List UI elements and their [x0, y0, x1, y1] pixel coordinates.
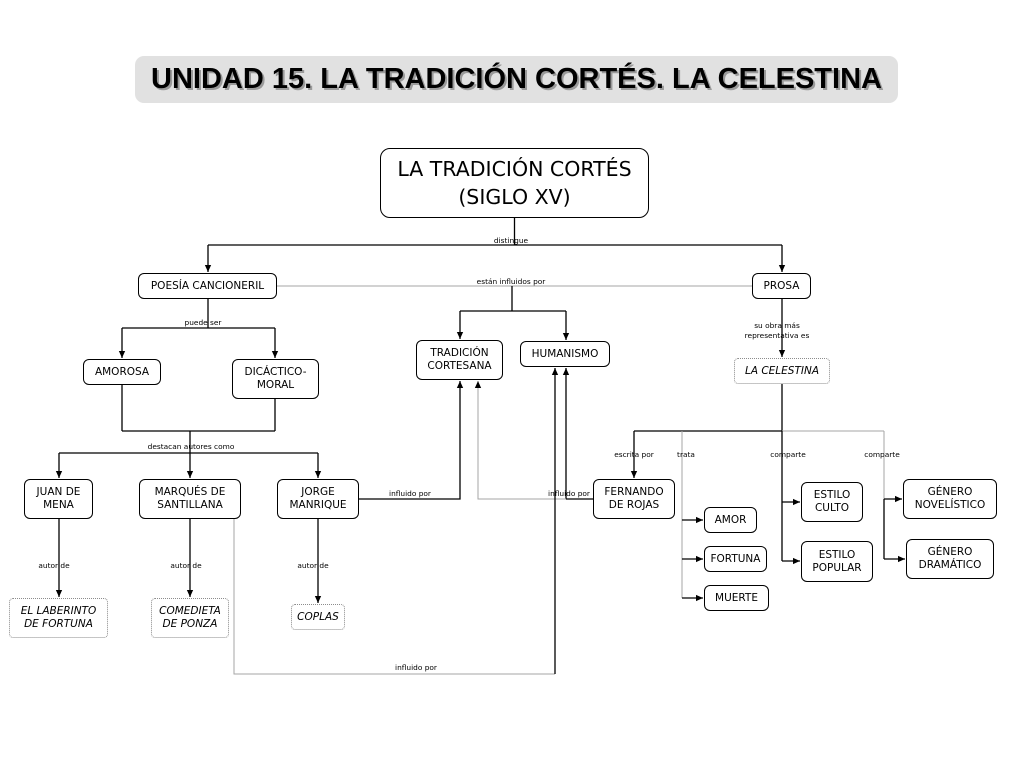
concept-prosa: PROSA [752, 273, 811, 299]
slide-title-banner: UNIDAD 15. LA TRADICIÓN CORTÉS. LA CELES… [135, 56, 898, 103]
concept-label-line: SANTILLANA [157, 499, 223, 511]
concept-tradicion-cortesana: TRADICIÓN CORTESANA [416, 340, 503, 380]
concept-label-line: TRADICIÓN [430, 347, 489, 359]
concept-muerte: MUERTE [704, 585, 769, 611]
concept-label-line: JUAN DE [36, 486, 81, 498]
concept-label-line: POPULAR [812, 561, 862, 574]
work-label-line: COMEDIETA [159, 605, 221, 617]
link-label-escrita-por: escrita por [614, 450, 654, 459]
concept-label-line: PROSA [763, 279, 800, 292]
concept-label-line: FORTUNA [710, 552, 761, 565]
concept-label-line: JORGE [301, 486, 335, 498]
link-label-comparte: comparte [864, 450, 900, 459]
concept-label-line: DICÁCTICO- [244, 366, 307, 378]
concept-jorge-manrique: JORGE MANRIQUE [277, 479, 359, 519]
concept-label-line: CULTO [814, 502, 850, 514]
concept-genero-novelistico: GÉNERO NOVELÍSTICO [903, 479, 997, 519]
slide-title: UNIDAD 15. LA TRADICIÓN CORTÉS. LA CELES… [151, 63, 882, 95]
concept-fernando-de-rojas: FERNANDO DE ROJAS [593, 479, 675, 519]
concept-didactico-moral: DICÁCTICO- MORAL [232, 359, 319, 399]
concept-marques-de-santillana: MARQUÉS DE SANTILLANA [139, 479, 241, 519]
concept-la-tradicion-cortes: LA TRADICIÓN CORTÉS (SIGLO XV) [380, 148, 649, 218]
concept-label-line: MARQUÉS DE [154, 486, 226, 498]
concept-humanismo: HUMANISMO [520, 341, 610, 367]
concept-label-line: GÉNERO [927, 546, 973, 558]
concept-estilo-culto: ESTILO CULTO [801, 482, 863, 522]
concept-label-line: AMOR [714, 513, 747, 526]
work-label-line: EL LABERINTO [20, 605, 97, 617]
work-label-line: LA CELESTINA [744, 364, 820, 377]
arrow-rojas-to-tradicion-cortesana [474, 381, 566, 500]
concept-label-line: AMOROSA [94, 365, 150, 378]
concept-label-line: LA TRADICIÓN CORTÉS [397, 157, 632, 181]
link-label-autor-de: autor de [38, 561, 70, 570]
work-coplas: COPLAS [291, 604, 345, 630]
link-label-influido-por: influido por [395, 663, 437, 672]
concept-label-line: CORTESANA [427, 360, 492, 372]
link-label-estan-influidos-por: están influidos por [476, 277, 546, 286]
concept-juan-de-mena: JUAN DE MENA [24, 479, 93, 519]
link-label-su-obra-mas-representativa-es: su obra más representativa es [745, 321, 810, 341]
concept-label-line: DE ROJAS [608, 499, 660, 511]
concept-label-line: NOVELÍSTICO [914, 499, 986, 511]
work-label-line: DE FORTUNA [24, 618, 93, 630]
concept-amorosa: AMOROSA [83, 359, 161, 385]
concept-label-line: MORAL [256, 379, 295, 391]
concept-label-line: (SIGLO XV) [458, 185, 571, 209]
concept-label-line: POESÍA CANCIONERIL [150, 279, 265, 292]
concept-label-line: FERNANDO [604, 486, 664, 498]
work-la-celestina: LA CELESTINA [734, 358, 830, 384]
concept-label-line: ESTILO [813, 489, 851, 501]
concept-amor: AMOR [704, 507, 757, 533]
concept-fortuna: FORTUNA [704, 546, 767, 572]
concept-poesia-cancioneril: POESÍA CANCIONERIL [138, 273, 277, 299]
link-label-distingue: distingue [493, 236, 529, 245]
link-label-puede-ser: puede ser [184, 318, 222, 327]
concept-label-line: MENA [43, 499, 74, 511]
work-comedieta-de-ponza: COMEDIETA DE PONZA [151, 598, 229, 638]
concept-genero-dramatico: GÉNERO DRAMÁTICO [906, 539, 994, 579]
connector-santillana-influido [233, 519, 555, 675]
link-label-autor-de: autor de [297, 561, 329, 570]
link-label-trata: trata [677, 450, 695, 459]
concept-label-line: MANRIQUE [289, 499, 347, 511]
link-label-comparte: comparte [770, 450, 806, 459]
link-label-line: su obra más [754, 321, 800, 330]
link-label-line: representativa es [744, 331, 810, 340]
link-label-influido-por: influido por [389, 489, 431, 498]
concept-label-line: DRAMÁTICO [918, 559, 982, 571]
concept-label-line: HUMANISMO [531, 347, 599, 360]
link-label-destacan-autores-como: destacan autores como [147, 442, 235, 451]
link-label-autor-de: autor de [170, 561, 202, 570]
concept-estilo-popular: ESTILO POPULAR [801, 541, 873, 582]
concept-label-line: GÉNERO [927, 486, 973, 498]
concept-label-line: MUERTE [715, 591, 758, 604]
work-label-line: DE PONZA [162, 618, 218, 630]
work-label-line: COPLAS [297, 610, 339, 623]
work-el-laberinto-de-fortuna: EL LABERINTO DE FORTUNA [9, 598, 108, 638]
concept-label-line: ESTILO [818, 548, 856, 561]
arrow-manrique-to-tradicion-cortesana [359, 381, 464, 500]
link-label-influido-por: influido por [548, 489, 590, 498]
